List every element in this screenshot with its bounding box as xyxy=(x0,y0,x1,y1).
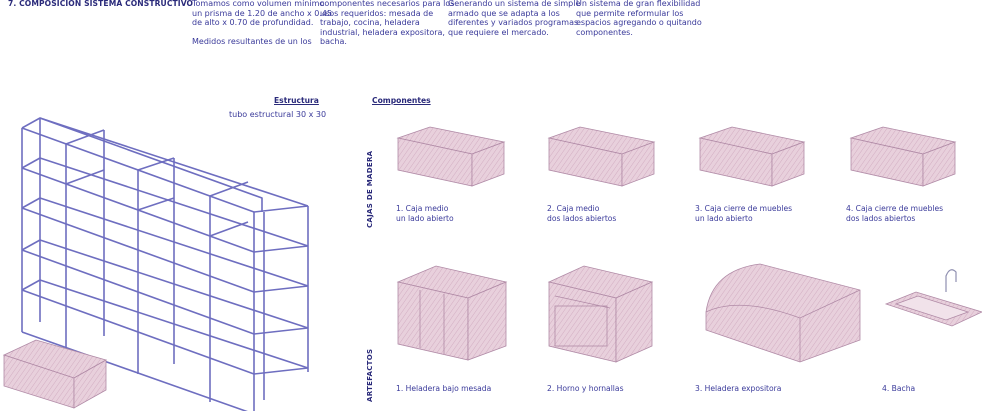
box-caption-1: 1. Caja medio un lado abierto xyxy=(396,204,454,223)
box-caption-4: 4. Caja cierre de muebles dos lados abie… xyxy=(846,204,944,223)
box-1-drawing xyxy=(396,126,506,187)
box-caption-2: 2. Caja medio dos lados abiertos xyxy=(547,204,617,223)
components-heading: Componentes xyxy=(372,96,431,105)
sink-drawing xyxy=(884,269,982,327)
intro-text-2: componentes necesarios para los usos req… xyxy=(320,0,455,46)
box-3-drawing xyxy=(698,126,806,187)
structure-subtitle: tubo estructural 30 x 30 xyxy=(229,110,327,119)
box-4-drawing xyxy=(849,126,957,187)
appliance-caption-4: 4. Bacha xyxy=(882,384,916,393)
undercounter-fridge-drawing xyxy=(396,265,508,361)
display-fridge-drawing xyxy=(705,263,861,363)
intro-text-1: Tomamos como volumen mínimo un prisma de… xyxy=(192,0,333,46)
structure-heading: Estructura xyxy=(274,96,319,105)
box-caption-3: 3. Caja cierre de muebles un lado abiert… xyxy=(695,204,793,223)
section-title: 7. COMPOSICIÓN SISTEMA CONSTRUCTIVO xyxy=(8,0,194,8)
appliance-caption-2: 2. Horno y hornallas xyxy=(547,384,624,393)
intro-text-4: Un sistema de gran flexibilidad que perm… xyxy=(576,0,702,37)
appliance-caption-3: 3. Heladera expositora xyxy=(695,384,782,393)
minimum-volume-box xyxy=(2,339,108,409)
structural-frame xyxy=(21,117,309,411)
oven-drawing xyxy=(547,265,654,363)
intro-text-3: Generando un sistema de simple armado qu… xyxy=(448,0,581,37)
appliance-caption-1: 1. Heladera bajo mesada xyxy=(396,384,492,393)
box-2-drawing xyxy=(547,126,656,187)
